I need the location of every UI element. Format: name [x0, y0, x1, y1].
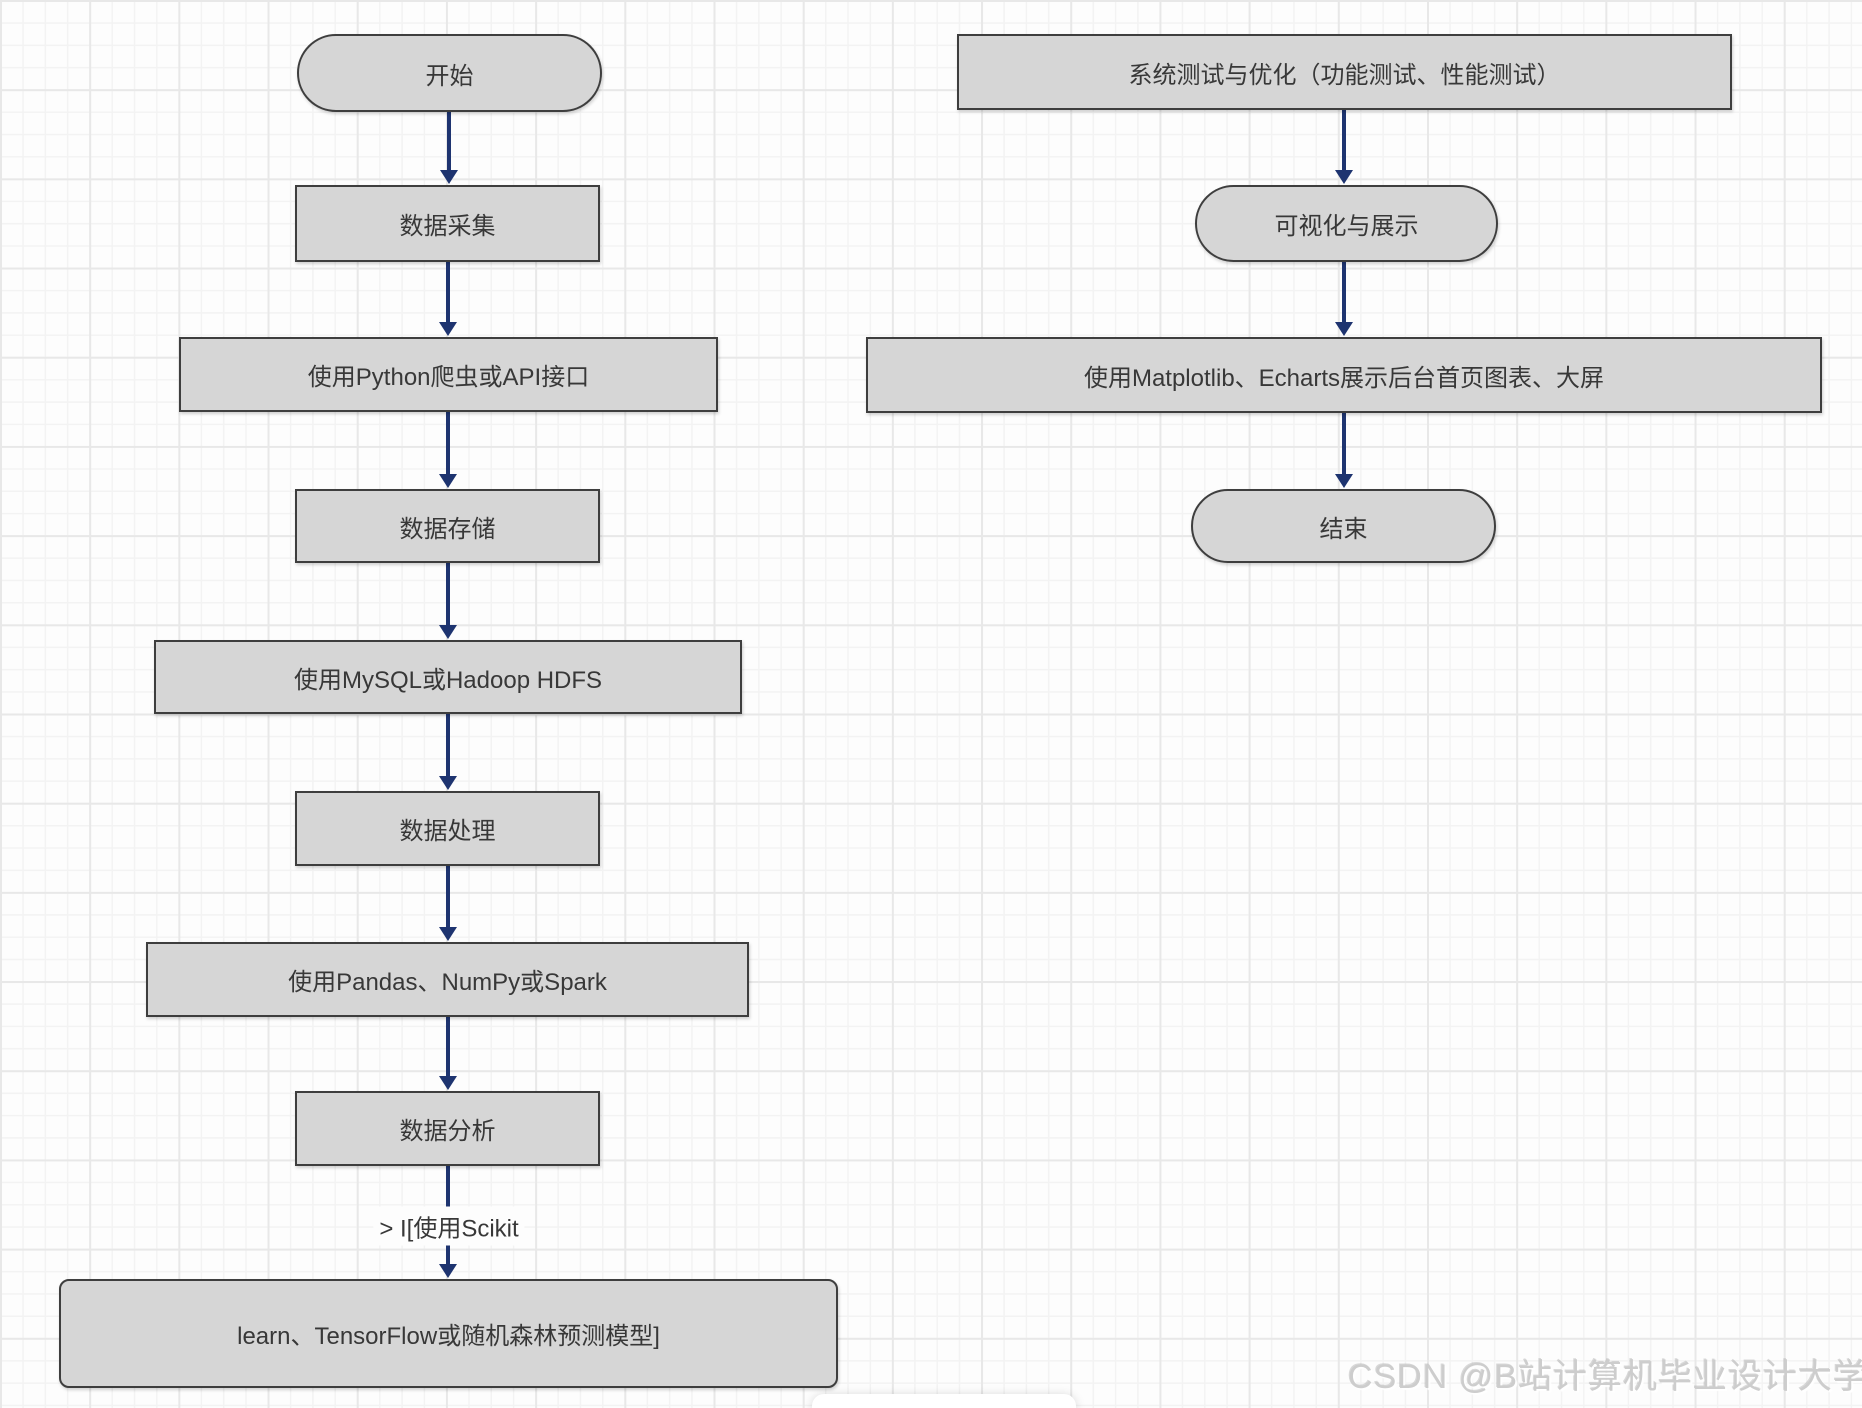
node-visualization: 可视化与展示 [1195, 185, 1498, 262]
arrow-test-to-visual [1342, 110, 1346, 170]
node-data-collection: 数据采集 [295, 185, 600, 262]
node-end: 结束 [1191, 489, 1496, 563]
arrow-pandas-to-analysis [446, 1017, 450, 1076]
watermark: CSDN @B站计算机毕业设计大学 [1348, 1358, 1862, 1396]
node-start: 开始 [297, 34, 602, 112]
node-system-testing: 系统测试与优化（功能测试、性能测试） [957, 34, 1732, 110]
arrow-crawler-to-storage [446, 412, 450, 474]
arrow-start-to-collect [447, 112, 451, 170]
arrow-collect-to-crawler [446, 262, 450, 322]
node-data-processing: 数据处理 [295, 791, 600, 866]
arrow-mysql-to-process [446, 714, 450, 776]
arrow-visual-to-charts [1342, 262, 1346, 322]
arrow-storage-to-mysql [446, 563, 450, 625]
edge-label-scikit: > I[使用Scikit [373, 1206, 525, 1246]
arrow-charts-to-end [1342, 413, 1346, 474]
arrow-process-to-pandas [446, 866, 450, 927]
node-data-storage: 数据存储 [295, 489, 600, 563]
node-matplotlib-echarts: 使用Matplotlib、Echarts展示后台首页图表、大屏 [866, 337, 1822, 413]
node-prediction-model: learn、TensorFlow或随机森林预测模型] [59, 1279, 838, 1388]
node-data-analysis: 数据分析 [295, 1091, 600, 1166]
node-pandas-numpy-spark: 使用Pandas、NumPy或Spark [146, 942, 749, 1017]
node-mysql-hdfs: 使用MySQL或Hadoop HDFS [154, 640, 742, 714]
node-python-crawler: 使用Python爬虫或API接口 [179, 337, 718, 412]
bottom-overlay-card [812, 1394, 1076, 1408]
